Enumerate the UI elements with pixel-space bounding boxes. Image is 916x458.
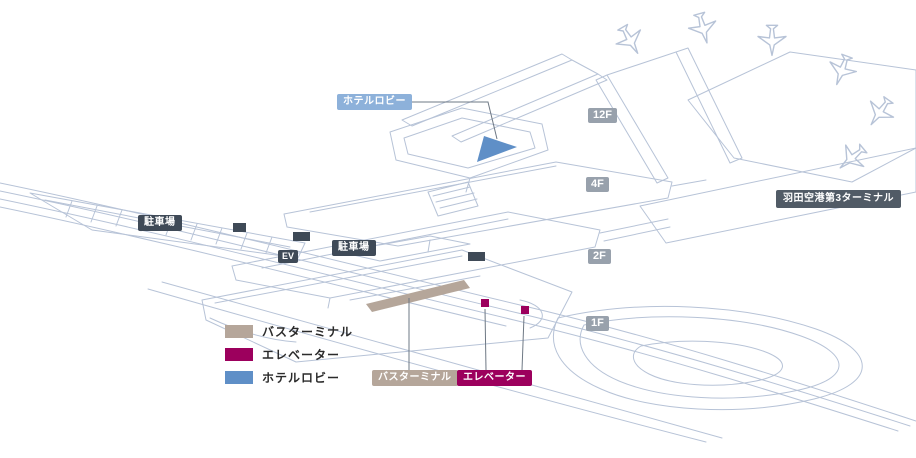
- floor-12f: [389, 53, 608, 193]
- bus-terminal-area: [366, 280, 470, 312]
- airplane-icon: [609, 19, 651, 62]
- legend-label-bus-terminal: バスターミナル: [262, 324, 354, 339]
- floor-badge-12f: 12F: [588, 108, 617, 123]
- legend-swatch-hotel-lobby: [225, 371, 253, 384]
- legend-item-bus-terminal: バスターミナル: [225, 325, 353, 338]
- map-marker: [468, 252, 485, 261]
- ev-label: EV: [278, 250, 299, 263]
- map-marker: [293, 232, 310, 241]
- elevator-callout: エレベーター: [457, 370, 532, 386]
- legend: バスターミナル エレベーター ホテルロビー: [225, 325, 353, 384]
- elevator-leader: [484, 308, 487, 371]
- elevator-markers: [481, 299, 529, 314]
- elevator-marker: [481, 299, 489, 307]
- airplane-icon: [684, 9, 722, 48]
- floor-4f: [283, 161, 673, 253]
- airplane-icon: [858, 91, 901, 134]
- floor-badge-4f: 4F: [586, 177, 609, 192]
- legend-item-elevator: エレベーター: [225, 348, 353, 361]
- parking-west-label: 駐車場: [138, 215, 182, 231]
- legend-swatch-bus-terminal: [225, 325, 253, 338]
- floor-badge-1f: 1F: [586, 316, 609, 331]
- elevator-marker: [521, 306, 529, 314]
- bus-terminal-callout: バスターミナル: [372, 370, 458, 386]
- legend-label-hotel-lobby: ホテルロビー: [262, 370, 341, 385]
- elevator-leader: [521, 315, 525, 371]
- map-markers: [233, 223, 485, 261]
- leader-lines: [408, 101, 525, 371]
- legend-label-elevator: エレベーター: [262, 347, 341, 362]
- legend-swatch-elevator: [225, 348, 253, 361]
- legend-item-hotel-lobby: ホテルロビー: [225, 371, 353, 384]
- map-marker: [233, 223, 246, 232]
- terminal3-label: 羽田空港第3ターミナル: [776, 190, 902, 208]
- hotel-lobby-leader: [410, 101, 498, 140]
- floor-badge-2f: 2F: [588, 249, 611, 264]
- floor-2f: [231, 211, 601, 309]
- hotel-lobby-callout: ホテルロビー: [337, 94, 412, 110]
- hotel-lobby-area: [477, 136, 517, 162]
- airplane-icon: [757, 24, 787, 57]
- floor-1f: [201, 249, 573, 363]
- parking-east-label: 駐車場: [332, 240, 376, 256]
- service-roads: [553, 305, 863, 411]
- terminal3-building: [595, 47, 916, 244]
